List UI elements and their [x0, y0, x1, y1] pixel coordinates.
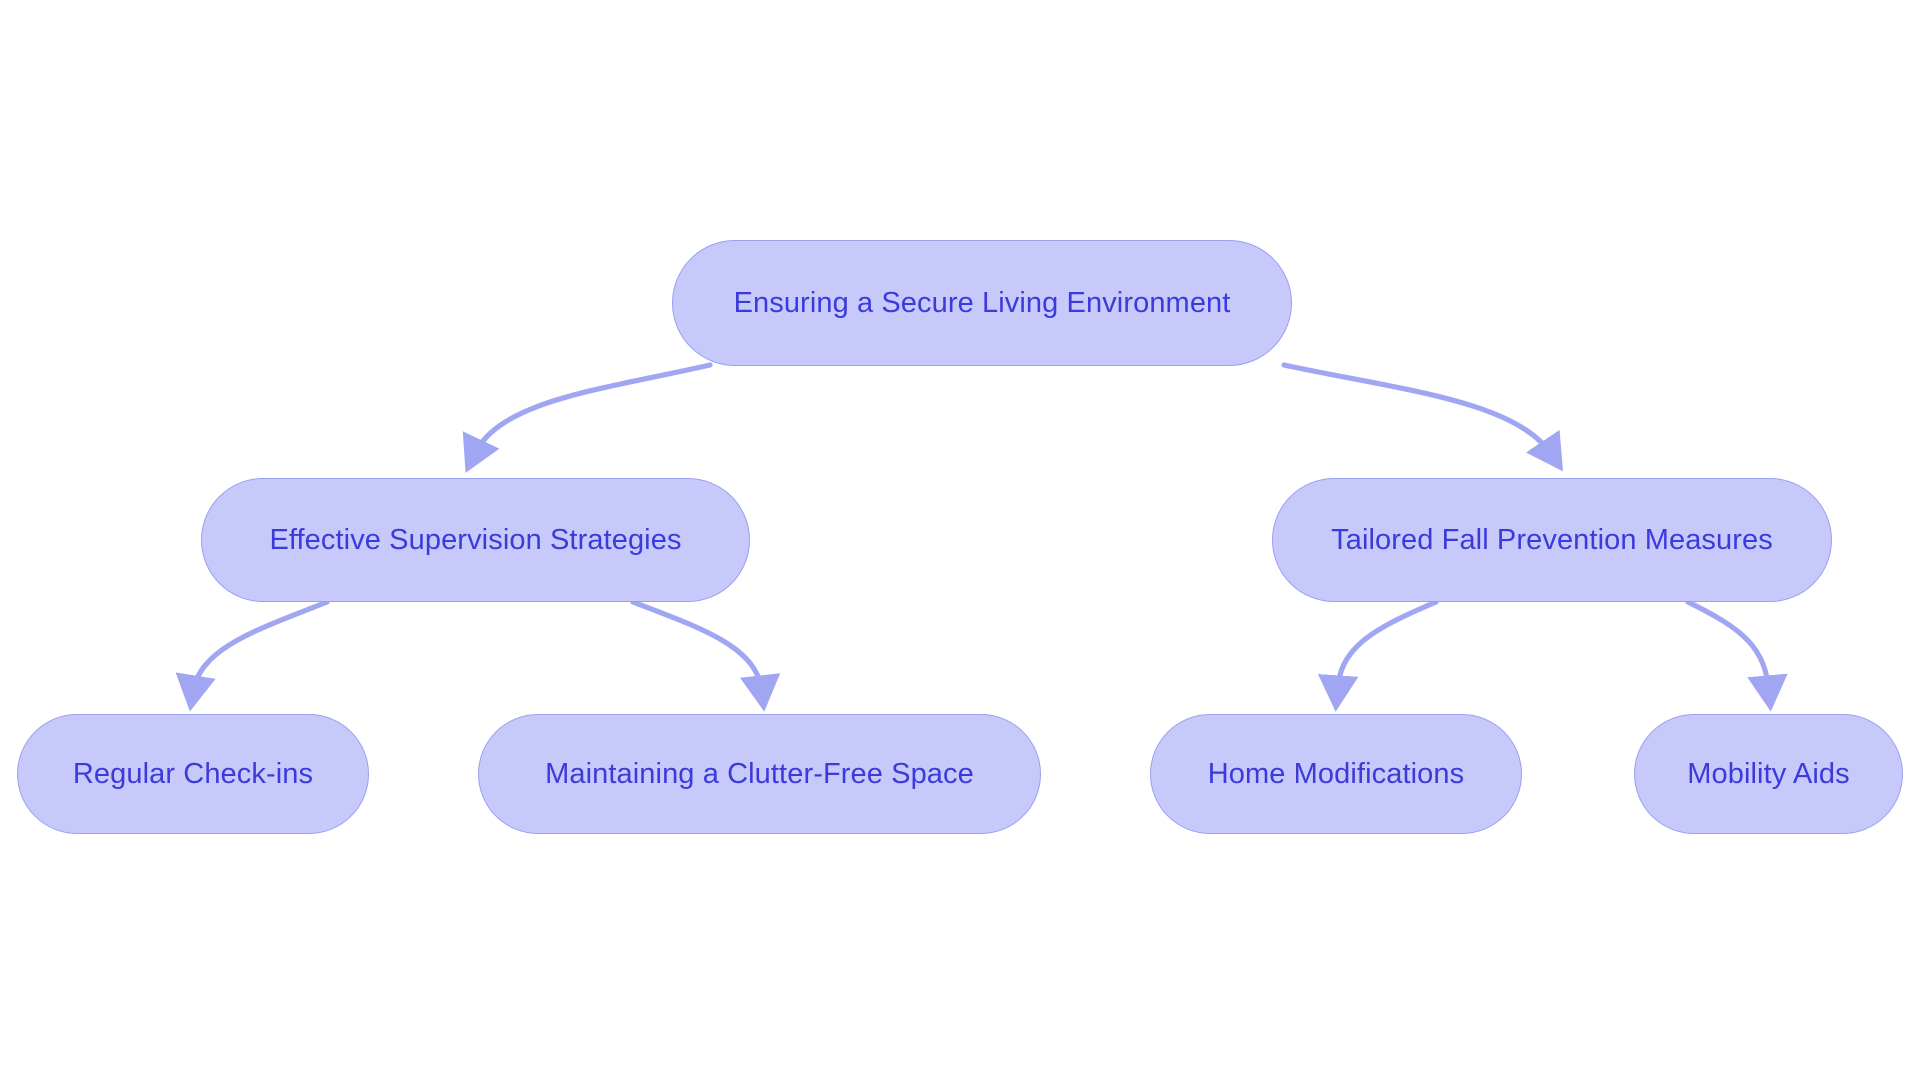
node-mobility-aids[interactable]: Mobility Aids: [1634, 714, 1903, 834]
node-ensuring-a-secure-living-environment[interactable]: Ensuring a Secure Living Environment: [672, 240, 1292, 366]
edge-effective-supervision-strategies-to-maintaining-a-clutter-free-space: [630, 599, 781, 712]
node-label: Ensuring a Secure Living Environment: [733, 286, 1231, 319]
node-label: Tailored Fall Prevention Measures: [1331, 523, 1773, 556]
node-maintaining-a-clutter-free-space[interactable]: Maintaining a Clutter-Free Space: [478, 714, 1041, 834]
node-label: Home Modifications: [1207, 757, 1465, 790]
node-label: Effective Supervision Strategies: [269, 523, 682, 556]
node-label: Regular Check-ins: [72, 757, 314, 790]
node-tailored-fall-prevention-measures[interactable]: Tailored Fall Prevention Measures: [1272, 478, 1832, 602]
edge-root-to-tailored-fall-prevention-measures: [1281, 362, 1564, 472]
edge-root-to-effective-supervision-strategies: [462, 362, 713, 473]
edge-tailored-fall-prevention-measures-to-home-modifications: [1317, 599, 1439, 712]
node-label: Mobility Aids: [1687, 757, 1850, 790]
node-regular-check-ins[interactable]: Regular Check-ins: [17, 714, 369, 834]
node-effective-supervision-strategies[interactable]: Effective Supervision Strategies: [201, 478, 750, 602]
edge-effective-supervision-strategies-to-regular-check-ins: [175, 599, 330, 712]
node-home-modifications[interactable]: Home Modifications: [1150, 714, 1522, 834]
node-label: Maintaining a Clutter-Free Space: [545, 757, 974, 790]
edge-tailored-fall-prevention-measures-to-mobility-aids: [1685, 599, 1788, 712]
